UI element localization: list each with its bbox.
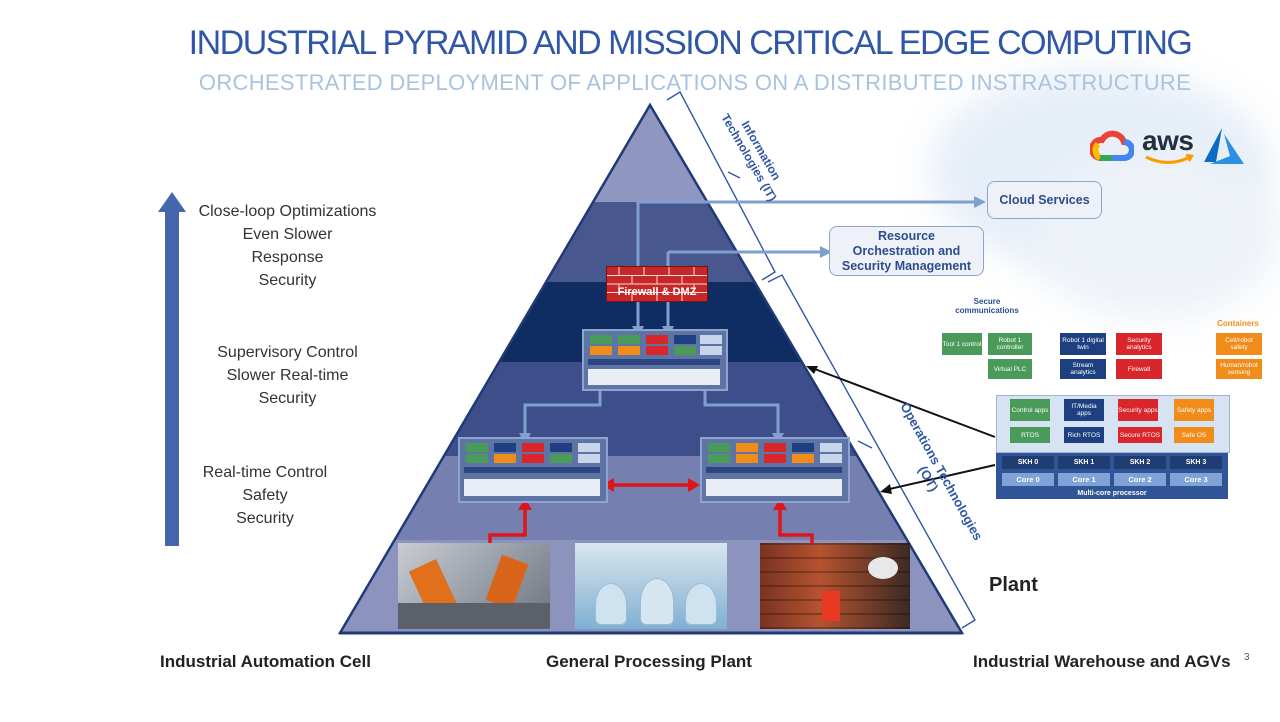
- tool-control-box: Tool 1 control: [942, 333, 982, 355]
- left-top-line-1: Close-loop Optimizations: [198, 203, 377, 220]
- safety-apps-box: Safety apps: [1174, 399, 1214, 421]
- security-analytics-box: Security analytics: [1116, 333, 1162, 355]
- left-mid-line-2: Slower Real-time: [226, 367, 349, 384]
- firewall-icon: Firewall & DMZ: [606, 266, 708, 302]
- cloud-background-2: [1030, 150, 1280, 320]
- aws-text: aws: [1142, 125, 1194, 156]
- skh-0: SKH 0: [1002, 456, 1054, 469]
- left-top-line-2: Even Slower: [242, 226, 333, 243]
- warehouse-photo: [760, 543, 910, 629]
- processor-label: Multi-core processor: [1077, 489, 1147, 497]
- safe-os-box: Safe OS: [1174, 427, 1214, 443]
- skh-1: SKH 1: [1058, 456, 1110, 469]
- robot-controller-box: Robot 1 controller: [988, 333, 1032, 355]
- secure-comms-label: Secure communications: [955, 297, 1019, 315]
- left-top-line-3: Response: [251, 249, 324, 266]
- processing-plant-label: General Processing Plant: [546, 652, 752, 671]
- firewall-box: Firewall: [1116, 359, 1162, 379]
- left-low-line-3: Security: [236, 510, 294, 527]
- containers-label: Containers: [1217, 319, 1259, 328]
- left-top-line-4: Security: [258, 272, 317, 289]
- aws-icon: aws: [1142, 126, 1198, 166]
- arrow-to-orchestration: [820, 246, 832, 258]
- left-mid-text: Supervisory Control Slower Real-time Sec…: [180, 341, 395, 410]
- skh-2: SKH 2: [1114, 456, 1166, 469]
- plant-label: Plant: [989, 574, 1038, 596]
- core-0: Core 0: [1002, 473, 1054, 486]
- ot-bracket: [767, 274, 976, 629]
- upward-arrow: [158, 192, 186, 546]
- left-low-text: Real-time Control Safety Security: [160, 461, 370, 530]
- control-apps-box: Control apps: [1010, 399, 1050, 421]
- page-number: 3: [1244, 652, 1250, 663]
- warehouse-label: Industrial Warehouse and AGVs: [973, 652, 1231, 671]
- stream-analytics-box: Stream analytics: [1060, 359, 1106, 379]
- cell-safety-box: Cell/robot safety: [1216, 333, 1262, 355]
- virtual-plc-box: Virtual PLC: [988, 359, 1032, 379]
- media-apps-box: IT/Media apps: [1064, 399, 1104, 421]
- security-apps-box: Security apps: [1118, 399, 1158, 421]
- realtime-edge-node-right: [700, 437, 850, 503]
- automation-cell-photo: [398, 543, 550, 629]
- left-low-line-1: Real-time Control: [202, 464, 328, 481]
- automation-cell-label: Industrial Automation Cell: [160, 652, 371, 671]
- rtos-box: RTOS: [1010, 427, 1050, 443]
- core-1: Core 1: [1058, 473, 1110, 486]
- pyramid-band-top: [340, 105, 962, 202]
- arrow-to-cloud: [974, 196, 986, 208]
- resource-orchestration-box: Resource Orchestration and Security Mana…: [829, 226, 984, 276]
- processing-plant-photo: [575, 543, 727, 629]
- multicore-diagram: Secure communications Containers Tool 1 …: [930, 295, 1270, 505]
- left-mid-line-1: Supervisory Control: [217, 344, 358, 361]
- it-bracket: [666, 91, 776, 281]
- firewall-label: Firewall & DMZ: [617, 286, 697, 298]
- realtime-edge-node-left: [458, 437, 608, 503]
- page-title: INDUSTRIAL PYRAMID AND MISSION CRITICAL …: [188, 24, 1193, 62]
- azure-icon: [1200, 126, 1248, 166]
- rich-rtos-box: Rich RTOS: [1064, 427, 1104, 443]
- google-cloud-icon: [1089, 128, 1135, 164]
- secure-rtos-box: Secure RTOS: [1118, 427, 1162, 443]
- human-sensing-box: Human/robot sensing: [1216, 359, 1262, 379]
- left-mid-line-3: Security: [258, 390, 317, 407]
- left-low-line-2: Safety: [242, 487, 288, 504]
- page-subtitle: ORCHESTRATED DEPLOYMENT OF APPLICATIONS …: [198, 70, 1192, 95]
- left-top-text: Close-loop Optimizations Even Slower Res…: [180, 200, 395, 292]
- digital-twin-box: Robot 1 digital twin: [1060, 333, 1106, 355]
- skh-3: SKH 3: [1170, 456, 1222, 469]
- pyramid-band-5: [340, 456, 962, 540]
- core-3: Core 3: [1170, 473, 1222, 486]
- supervisory-edge-node: [582, 329, 728, 391]
- core-2: Core 2: [1114, 473, 1166, 486]
- cloud-services-box: Cloud Services: [987, 181, 1102, 219]
